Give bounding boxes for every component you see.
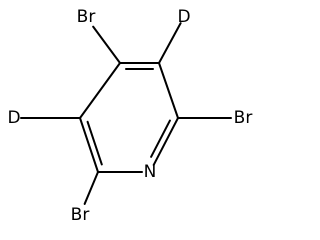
- bond-c1-br-top: [92, 25, 121, 64]
- atom-label-br-top: Br: [77, 7, 96, 27]
- bond-c5-c4-inner: [86, 120, 103, 166]
- atom-label-n1: N: [144, 162, 157, 182]
- bond-c2-c3: [158, 62, 179, 119]
- bond-c2-d-top: [158, 22, 182, 64]
- atom-label-d-left: D: [7, 108, 20, 128]
- bond-c5-br-bottom: [83, 171, 99, 205]
- bond-c3-n1-inner: [150, 119, 171, 158]
- atom-label-br-bottom: Br: [71, 205, 90, 225]
- atom-label-d-top: D: [177, 7, 190, 27]
- bond-c3-n1: [152, 117, 179, 166]
- bond-c4-c1: [79, 62, 121, 119]
- bond-c5-c4: [79, 117, 99, 173]
- atom-label-br-right: Br: [234, 108, 253, 128]
